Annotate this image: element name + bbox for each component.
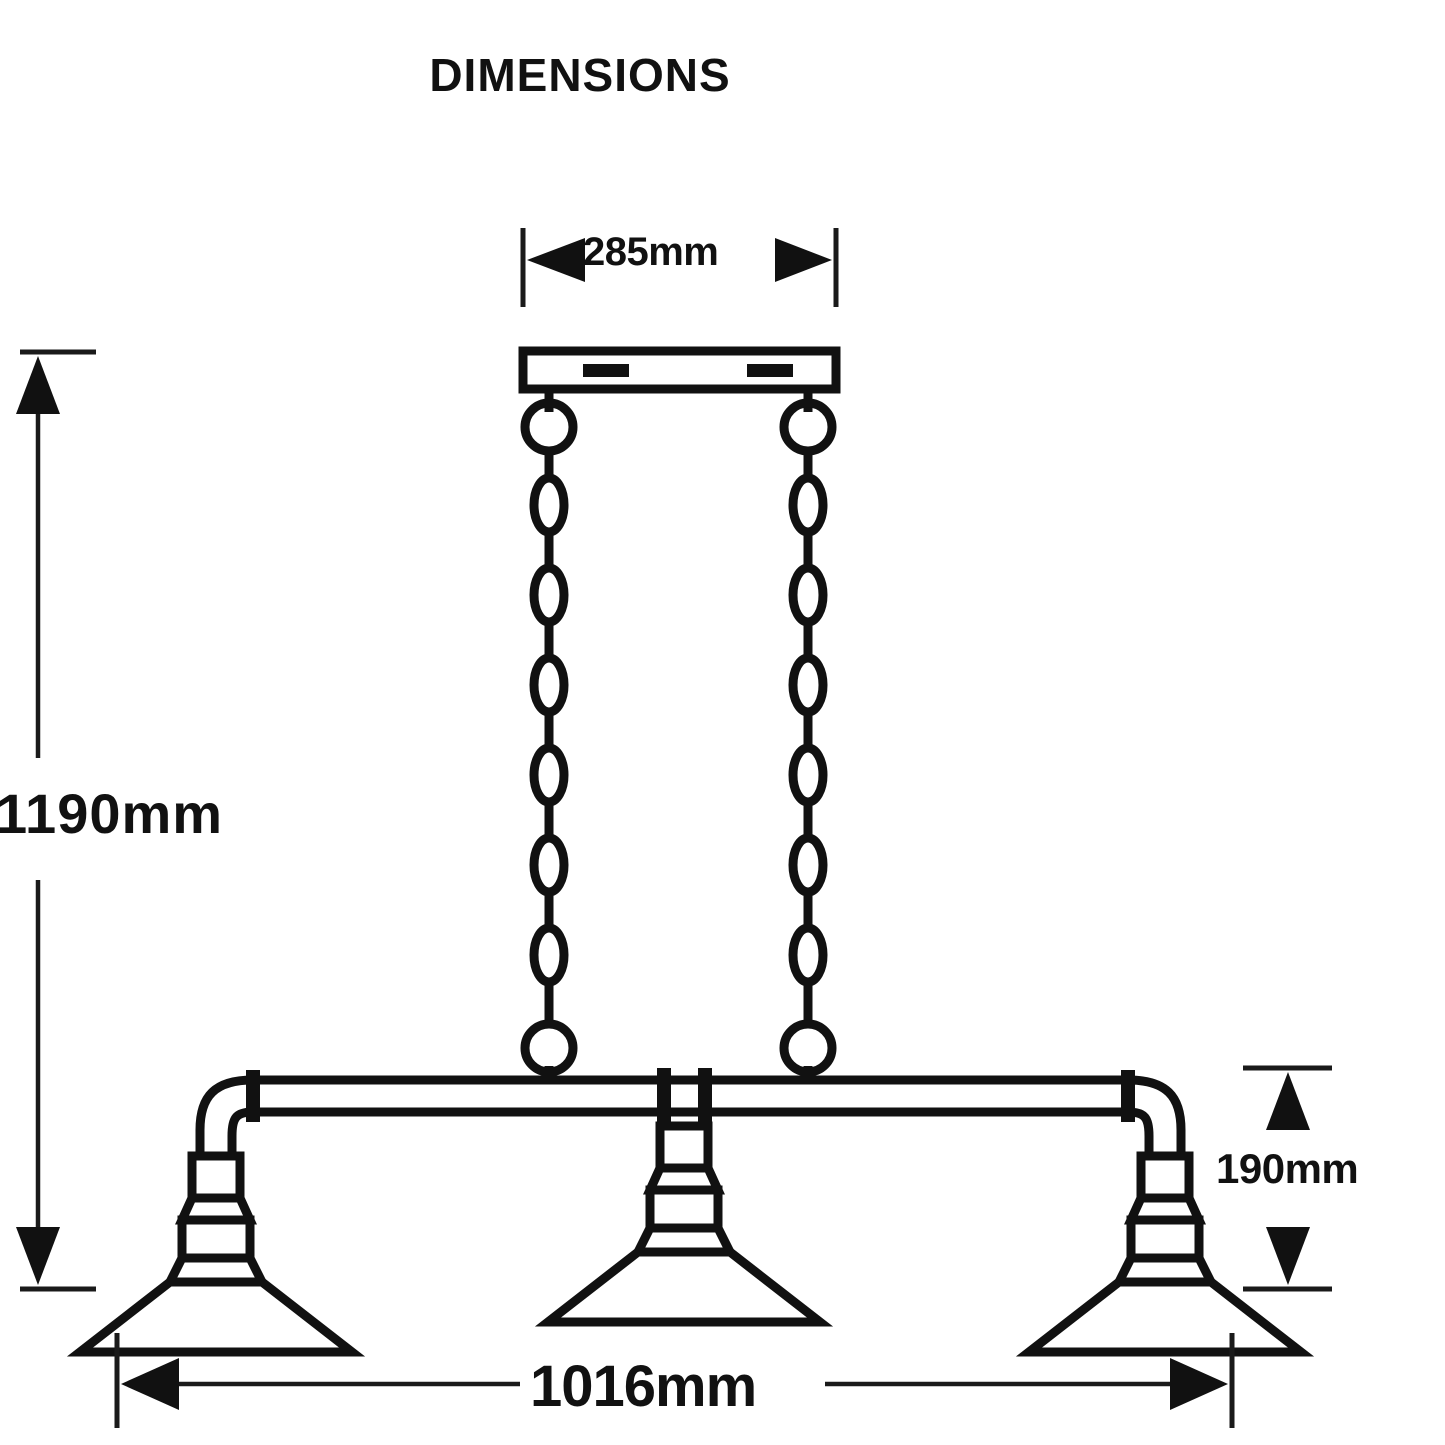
- bar-hanger-ring-right: [779, 1019, 837, 1083]
- horizontal-pipe-bar: [195, 1068, 1186, 1161]
- arrow-up-icon: [1266, 1072, 1310, 1130]
- suspension-chain-left: [534, 451, 564, 1026]
- dimension-285mm: [520, 228, 839, 307]
- dimension-label-right: 190mm: [1216, 1145, 1359, 1192]
- suspension-chain-right: [793, 451, 823, 1026]
- arrow-right-icon: [1170, 1358, 1228, 1410]
- arrow-left-icon: [527, 238, 585, 282]
- dimension-1016mm: [114, 1333, 1235, 1428]
- dimension-1190mm: [16, 349, 96, 1292]
- dimension-190mm: [1243, 1065, 1332, 1292]
- arrow-down-icon: [1266, 1227, 1310, 1285]
- lamp-shade-centre: [548, 1126, 820, 1322]
- dimension-label-top: 285mm: [583, 230, 719, 274]
- bar-hanger-ring-left: [520, 1019, 578, 1083]
- arrow-right-icon: [775, 238, 832, 282]
- lamp-shade-left: [80, 1156, 352, 1352]
- ceiling-hanger-ring-right: [779, 389, 837, 456]
- arrow-left-icon: [121, 1358, 179, 1410]
- dimension-label-left: 1190mm: [0, 782, 224, 845]
- arrow-up-icon: [16, 356, 60, 414]
- dimension-label-bottom: 1016mm: [530, 1354, 757, 1419]
- page-title: DIMENSIONS: [429, 49, 731, 101]
- ceiling-mount-plate: [518, 346, 841, 394]
- arrow-down-icon: [16, 1227, 60, 1285]
- ceiling-hanger-ring-left: [520, 389, 578, 456]
